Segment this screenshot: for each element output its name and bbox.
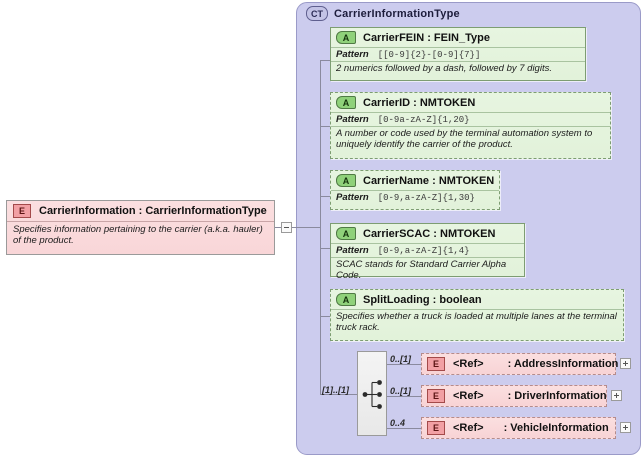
facet-value: [0-9,a-zA-Z]{1,30} [377,193,475,203]
element-badge: E [427,421,445,435]
sequence-icon [362,380,382,409]
attribute-splitloading[interactable]: A SplitLoading : boolean Specifies wheth… [330,289,624,341]
attribute-facet: Pattern [0-9,a-zA-Z]{1,4} [331,243,524,257]
attribute-header: A SplitLoading : boolean [331,290,623,309]
root-element-header: E CarrierInformation : CarrierInformatio… [7,201,274,221]
attribute-name: CarrierSCAC : NMTOKEN [363,227,496,240]
attribute-annotation: Specifies whether a truck is loaded at m… [331,309,623,335]
ref-type: : AddressInformation [507,358,619,370]
ref-tag: <Ref> [453,422,484,434]
connector-stub-carriername [320,196,331,197]
complextype-title: CarrierInformationType [334,7,460,20]
root-element-name: CarrierInformation : CarrierInformationT… [39,205,267,217]
complextype-header: CT CarrierInformationType [306,5,460,22]
attribute-carriername[interactable]: A CarrierName : NMTOKEN Pattern [0-9,a-z… [330,170,500,210]
connector-stub-carrierscac [320,248,331,249]
attribute-name: CarrierID : NMTOKEN [363,96,476,109]
attribute-badge: A [336,96,356,109]
attribute-carrierid[interactable]: A CarrierID : NMTOKEN Pattern [0-9a-zA-Z… [330,92,611,159]
ref-occurrence-driverinformation: 0..[1] [390,386,412,396]
facet-key: Pattern [336,192,369,203]
complextype-badge: CT [306,6,328,21]
facet-value: [[0-9]{2}-[0-9]{7}] [377,50,481,60]
attribute-annotation: 2 numerics followed by a dash, followed … [331,61,585,76]
connector-seq-to-vehicle [387,428,421,429]
attribute-name: CarrierName : NMTOKEN [363,174,495,187]
connector-root-to-expander [274,227,282,228]
attribute-annotation: A number or code used by the terminal au… [331,126,610,152]
attribute-header: A CarrierName : NMTOKEN [331,171,499,190]
connector-stub-carrierfein [320,60,331,61]
facet-key: Pattern [336,49,369,60]
root-element-box[interactable]: E CarrierInformation : CarrierInformatio… [6,200,275,255]
root-element-annotation: Specifies information pertaining to the … [7,221,274,250]
ref-type: : VehicleInformation [503,422,609,434]
attribute-name: SplitLoading : boolean [363,293,482,306]
attribute-annotation: SCAC stands for Standard Carrier Alpha C… [331,257,524,283]
attribute-facet: Pattern [[0-9]{2}-[0-9]{7}] [331,47,585,61]
ref-tag: <Ref> [453,390,484,402]
ref-box-addressinformation[interactable]: E <Ref> : AddressInformation [421,353,619,375]
connector-stub-splitloading [320,316,331,317]
attribute-header: A CarrierSCAC : NMTOKEN [331,224,524,243]
attribute-facet: Pattern [0-9a-zA-Z]{1,20} [331,112,610,126]
ref-box-vehicleinformation[interactable]: E <Ref> : VehicleInformation [421,417,616,439]
ref-occurrence-vehicleinformation: 0..4 [390,418,406,428]
connector-seq-to-address [387,364,421,365]
attribute-badge: A [336,174,356,187]
attribute-badge: A [336,293,356,306]
connector-stub-sequence [320,394,357,395]
element-badge: E [427,357,445,371]
attribute-name: CarrierFEIN : FEIN_Type [363,31,490,44]
element-badge: E [13,204,31,218]
element-badge: E [427,389,445,403]
connector-attribute-bus [320,60,321,395]
sequence-compositor[interactable] [357,351,387,436]
attribute-header: A CarrierFEIN : FEIN_Type [331,28,585,47]
ref-box-driverinformation[interactable]: E <Ref> : DriverInformation [421,385,607,407]
ref-occurrence-addressinformation: 0..[1] [390,354,412,364]
root-expander-minus[interactable] [281,222,292,233]
connector-stub-carrierid [320,126,331,127]
ref-type: : DriverInformation [507,390,607,402]
attribute-carrierfein[interactable]: A CarrierFEIN : FEIN_Type Pattern [[0-9]… [330,27,586,81]
attribute-badge: A [336,227,356,240]
ref-expander-vehicleinformation[interactable] [620,422,631,433]
facet-value: [0-9a-zA-Z]{1,20} [377,115,470,125]
ref-left: E [422,357,449,371]
ref-left: E [422,421,449,435]
ref-expander-addressinformation[interactable] [620,358,631,369]
sequence-occurrence: [1]..[1] [322,385,349,395]
attribute-facet: Pattern [0-9,a-zA-Z]{1,30} [331,190,499,204]
attribute-header: A CarrierID : NMTOKEN [331,93,610,112]
ref-tag: <Ref> [453,358,484,370]
ref-expander-driverinformation[interactable] [611,390,622,401]
connector-expander-to-bus [292,227,320,228]
attribute-badge: A [336,31,356,44]
ref-left: E [422,389,449,403]
attribute-carrierscac[interactable]: A CarrierSCAC : NMTOKEN Pattern [0-9,a-z… [330,223,525,281]
facet-key: Pattern [336,245,369,256]
connector-seq-to-driver [387,396,421,397]
facet-value: [0-9,a-zA-Z]{1,4} [377,246,470,256]
facet-key: Pattern [336,114,369,125]
